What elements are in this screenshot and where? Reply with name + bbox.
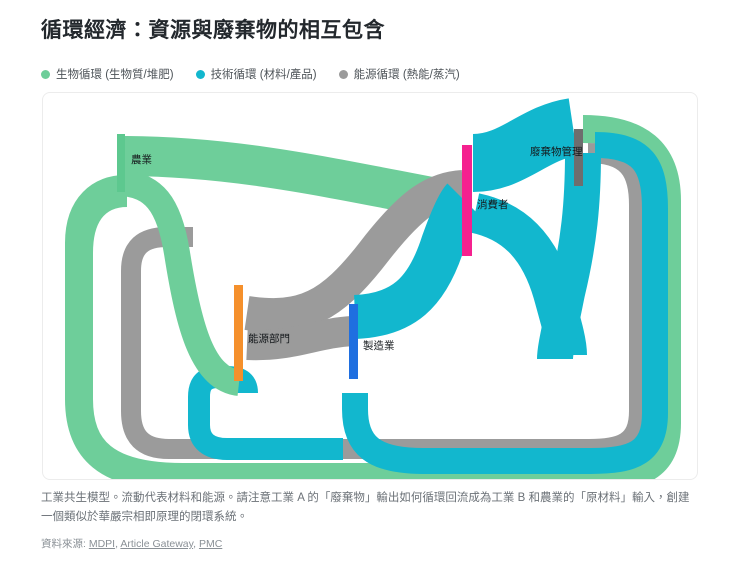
legend-item-technical[interactable]: 技術循環 (材料/產品) xyxy=(195,66,317,82)
source-sep-2: , xyxy=(193,538,197,550)
link-energy-to-manufacturing[interactable] xyxy=(246,316,355,361)
source-link-mdpi[interactable]: MDPI xyxy=(88,538,116,550)
link-waste-descend xyxy=(537,152,601,360)
source-link-pmc[interactable]: PMC xyxy=(198,538,223,550)
source-link-article-gateway[interactable]: Article Gateway xyxy=(120,538,194,550)
node-manufacturing-bar[interactable] xyxy=(349,304,358,379)
legend-item-biological[interactable]: 生物循環 (生物質/堆肥) xyxy=(41,66,174,82)
link-waste-to-manufacturing[interactable] xyxy=(342,132,668,474)
node-label-agriculture: 農業 xyxy=(131,153,152,166)
node-label-waste: 廢棄物管理 xyxy=(530,145,583,158)
node-waste-bar[interactable] xyxy=(574,129,583,186)
chart-caption: 工業共生模型。流動代表材料和能源。請注意工業 A 的「廢棄物」輸出如何循環回流成… xyxy=(41,492,690,523)
legend-dot-icon xyxy=(41,69,50,79)
page-title: 循環經濟：資源與廢棄物的相互包含 xyxy=(41,19,385,42)
sankey-svg: 農業 能源部門 製造業 消費者 廢棄物管理 xyxy=(65,98,681,479)
node-label-manufacturing: 製造業 xyxy=(363,339,395,352)
node-agriculture-bar[interactable] xyxy=(117,134,125,192)
node-label-energy: 能源部門 xyxy=(248,332,290,345)
node-energy-bar[interactable] xyxy=(234,285,243,381)
source-sep-1: , xyxy=(115,538,119,550)
legend-dot-icon xyxy=(338,69,348,79)
link-waste-to-agriculture-cap xyxy=(65,179,128,254)
link-agriculture-to-energy[interactable] xyxy=(119,170,242,396)
source-label: 資料來源: xyxy=(41,538,86,550)
sankey-chart-panel[interactable]: 農業 能源部門 製造業 消費者 廢棄物管理 xyxy=(42,92,698,480)
legend-dot-icon xyxy=(195,69,205,79)
chart-source: 資料來源: MDPI, Article Gateway, PMC xyxy=(41,536,222,551)
link-consumer-to-waste[interactable] xyxy=(471,98,579,192)
chart-legend: 生物循環 (生物質/堆肥) 技術循環 (材料/產品) 能源循環 (熱能/蒸汽) xyxy=(41,66,460,82)
link-energy-to-consumer[interactable] xyxy=(244,170,465,333)
legend-label-energy: 能源循環 (熱能/蒸汽) xyxy=(353,69,460,81)
link-manufacturing-to-consumer[interactable] xyxy=(353,183,480,339)
legend-item-energy[interactable]: 能源循環 (熱能/蒸汽) xyxy=(338,66,460,82)
node-label-consumer: 消費者 xyxy=(477,198,509,211)
legend-label-biological: 生物循環 (生物質/堆肥) xyxy=(56,69,174,81)
node-consumer-bar[interactable] xyxy=(462,145,472,256)
legend-label-technical: 技術循環 (材料/產品) xyxy=(210,69,317,81)
